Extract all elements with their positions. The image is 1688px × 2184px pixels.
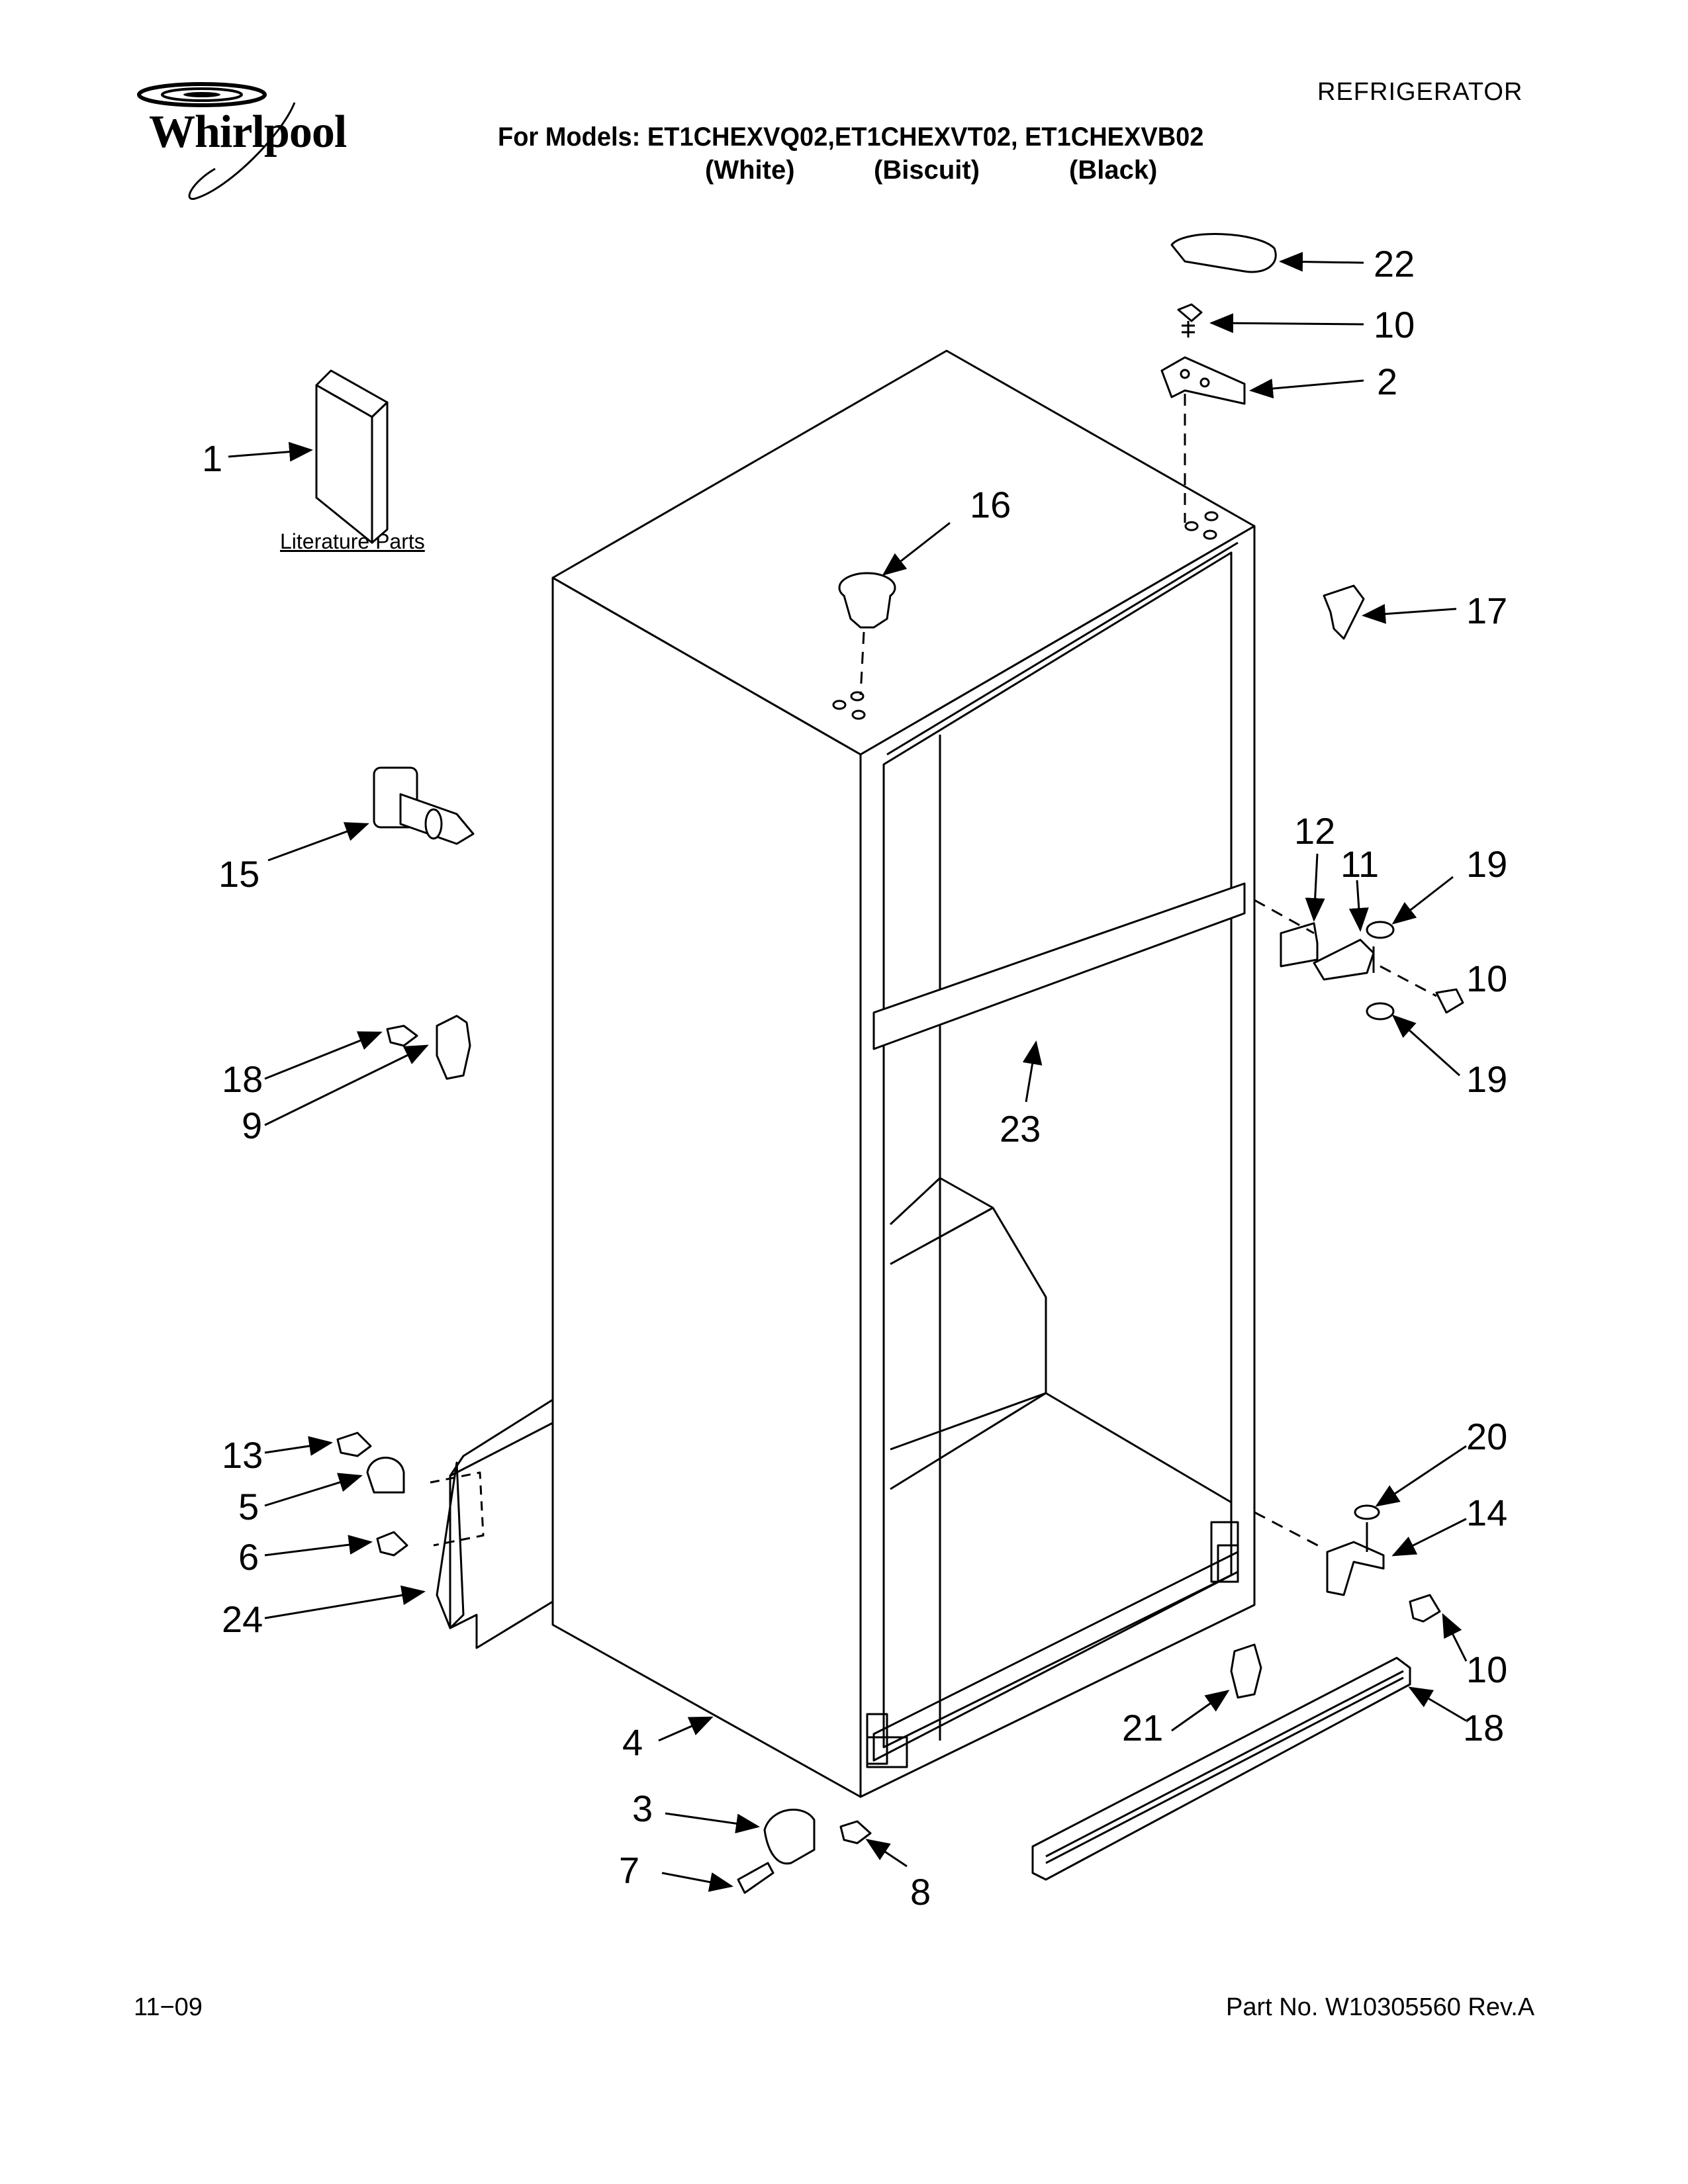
callout-10: 10 [1466,1649,1507,1690]
callout-17: 17 [1466,590,1507,631]
callout-8: 8 [910,1871,931,1913]
center-hinge-icon [1313,938,1375,981]
brand-logo [129,76,387,208]
callout-16: 16 [970,484,1011,525]
models-line: For Models: ET1CHEXVQ02,ET1CHEXVT02, ET1… [498,122,1204,152]
variant-black: (Black) [1069,156,1158,185]
callout-22: 22 [1374,243,1415,285]
center-hinge-bracket-icon [1280,922,1319,968]
base-grille-icon [1031,1657,1411,1881]
left-side-plate [449,1422,554,1649]
bottom-hinge-icon [1326,1541,1385,1596]
callout-18: 18 [1463,1707,1504,1749]
callout-12: 12 [1294,810,1335,852]
callout-3: 3 [632,1788,653,1829]
screw-icon [1177,303,1203,338]
callout-6: 6 [238,1536,259,1578]
screw-icon [376,1531,408,1557]
washer-icon [1366,921,1395,939]
variant-biscuit: (Biscuit) [874,156,980,185]
callout-1: 1 [202,437,222,479]
screw-icon [386,1024,418,1047]
screw-icon [1435,988,1464,1014]
variant-white: (White) [705,156,795,185]
top-hinge-icon [1160,356,1246,405]
leveling-leg-bracket-icon [763,1809,816,1865]
hinge-cover-icon [1170,233,1277,273]
washer-icon [1366,1002,1395,1021]
callout-11: 11 [1340,843,1379,885]
callout-13: 13 [222,1434,263,1476]
door-stop-bracket-icon [436,1015,471,1080]
corner-clip-icon [1323,584,1365,640]
callout-5: 5 [238,1486,259,1527]
callout-23: 23 [1000,1108,1041,1150]
revision-date: 11−09 [134,1993,203,2021]
brand-name: Whirlpool [149,107,347,158]
callout-4: 4 [622,1721,643,1763]
screw-icon [1409,1594,1441,1623]
whirlpool-logo-icon [137,82,296,200]
screw-icon [839,1820,872,1844]
plug-icon [838,572,896,629]
literature-parts-label: Literature Parts [280,529,425,553]
callout-7: 7 [619,1849,639,1891]
callout-19: 19 [1466,843,1507,885]
callout-15: 15 [218,853,259,895]
literature-booklet-icon [315,369,389,544]
grille-clip-icon [1230,1643,1262,1699]
leader-lines [228,251,1468,1892]
pin-icon [737,1862,774,1894]
callout-14: 14 [1466,1492,1507,1533]
screw-icon [336,1432,372,1457]
callout-24: 24 [222,1598,263,1640]
door-stop-icon [373,766,475,845]
callout-18: 18 [222,1058,263,1100]
callout-21: 21 [1122,1707,1163,1749]
callout-20: 20 [1466,1416,1507,1457]
part-number: Part No. W10305560 Rev.A [1226,1993,1535,2021]
callout-10: 10 [1374,304,1415,345]
callout-labels: 22 10 2 1 16 17 15 12 11 19 10 19 18 9 2… [202,243,1507,1913]
callout-2: 2 [1377,361,1397,402]
cord-clamp-icon [366,1457,405,1494]
washer-icon [1354,1504,1380,1520]
callout-10: 10 [1466,958,1507,999]
callout-19: 19 [1466,1058,1507,1100]
refrigerator-cabinet [551,349,1256,1798]
category-label: REFRIGERATOR [1317,78,1523,106]
callout-9: 9 [242,1105,262,1146]
